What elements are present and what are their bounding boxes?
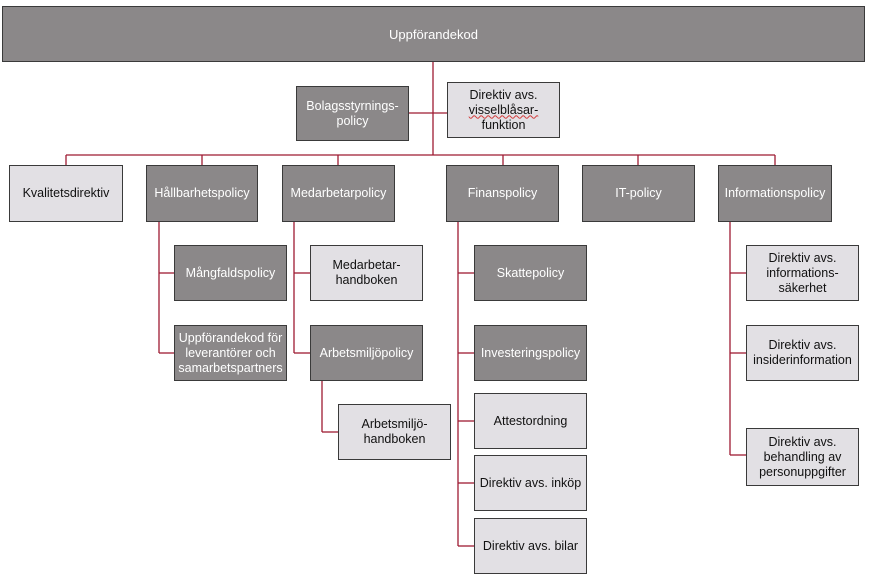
bilar-label: Direktiv avs. bilar	[482, 538, 579, 553]
personuppgifter-label: Direktiv avs. behandling av personuppgif…	[759, 434, 846, 479]
dept-information: Informationspolicy	[718, 165, 832, 222]
visselblasar-line2: visselblåsar-	[468, 102, 539, 117]
arbetsmiljopolicy-label: Arbetsmiljöpolicy	[319, 345, 414, 360]
root-box: Uppförandekod	[2, 6, 865, 62]
investeringspolicy-box: Investeringspolicy	[474, 325, 587, 381]
bolagsstyrning-label: Bolagsstyrnings- policy	[306, 98, 399, 128]
informationssakerhet-box: Direktiv avs. informations- säkerhet	[746, 245, 859, 301]
arbetsmiljopolicy-box: Arbetsmiljöpolicy	[310, 325, 423, 381]
dept-kvalitet-label: Kvalitetsdirektiv	[22, 186, 110, 200]
visselblasar-line3: funktion	[481, 117, 526, 132]
bolagsstyrning-box: Bolagsstyrnings- policy	[296, 86, 409, 141]
root-label: Uppförandekod	[389, 26, 478, 42]
uppforandekod-leverantorer-label: Uppförandekod för leverantörer och samar…	[178, 330, 283, 375]
visselblasar-box: Direktiv avs. visselblåsar- funktion	[447, 82, 560, 138]
personuppgifter-box: Direktiv avs. behandling av personuppgif…	[746, 428, 859, 486]
arbetsmiljohandboken-box: Arbetsmiljö- handboken	[338, 404, 451, 460]
dept-medarbetar: Medarbetarpolicy	[282, 165, 395, 222]
attestordning-label: Attestordning	[493, 413, 568, 428]
dept-finans-label: Finanspolicy	[467, 186, 538, 200]
dept-information-label: Informationspolicy	[724, 186, 826, 200]
mangfald-box: Mångfaldspolicy	[174, 245, 287, 301]
visselblasar-line1: Direktiv avs.	[469, 87, 538, 102]
dept-hallbarhet-label: Hållbarhetspolicy	[154, 186, 250, 200]
investeringspolicy-label: Investeringspolicy	[480, 345, 581, 360]
dept-kvalitet: Kvalitetsdirektiv	[9, 165, 123, 222]
dept-it-label: IT-policy	[615, 186, 662, 200]
skattepolicy-label: Skattepolicy	[496, 265, 565, 280]
dept-medarbetar-label: Medarbetarpolicy	[290, 186, 387, 200]
arbetsmiljohandboken-label: Arbetsmiljö- handboken	[361, 417, 428, 446]
bilar-box: Direktiv avs. bilar	[474, 518, 587, 574]
insiderinformation-label: Direktiv avs. insiderinformation	[753, 338, 852, 367]
uppforandekod-leverantorer-box: Uppförandekod för leverantörer och samar…	[174, 325, 287, 381]
skattepolicy-box: Skattepolicy	[474, 245, 587, 301]
attestordning-box: Attestordning	[474, 393, 587, 449]
inkop-label: Direktiv avs. inköp	[479, 475, 582, 490]
inkop-box: Direktiv avs. inköp	[474, 455, 587, 511]
informationssakerhet-label: Direktiv avs. informations- säkerhet	[766, 250, 839, 295]
mangfald-label: Mångfaldspolicy	[185, 265, 276, 280]
medarbetarhandboken-box: Medarbetar- handboken	[310, 245, 423, 301]
dept-it: IT-policy	[582, 165, 695, 222]
insiderinformation-box: Direktiv avs. insiderinformation	[746, 325, 859, 381]
dept-finans: Finanspolicy	[446, 165, 559, 222]
medarbetarhandboken-label: Medarbetar- handboken	[332, 258, 401, 287]
dept-hallbarhet: Hållbarhetspolicy	[146, 165, 258, 222]
